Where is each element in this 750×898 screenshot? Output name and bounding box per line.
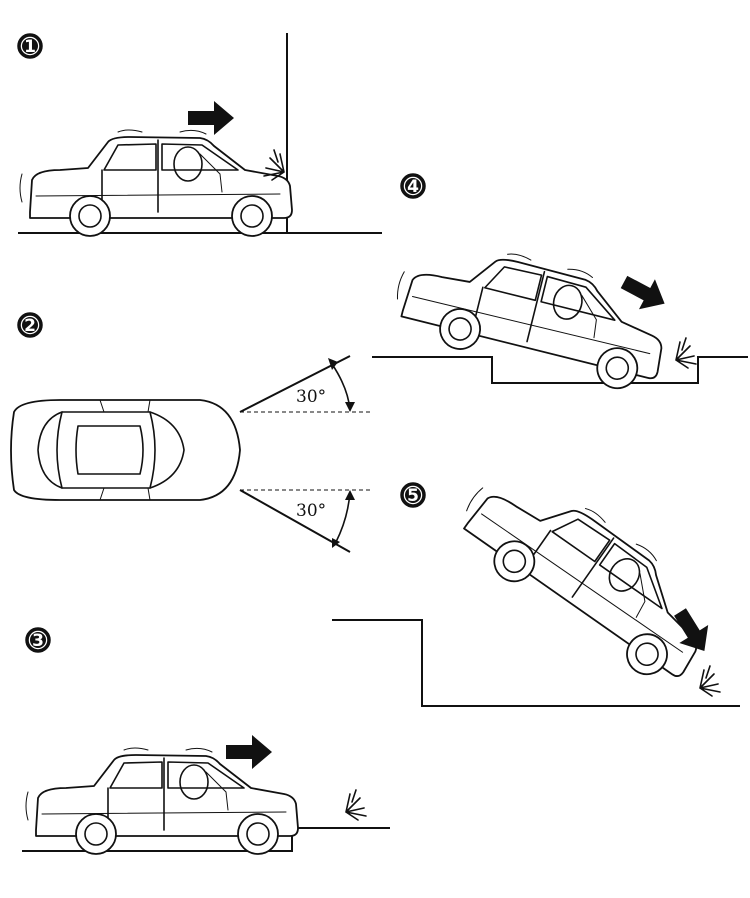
panel-2: 2 30° 30° <box>10 312 370 553</box>
panel-number-badge: 5 <box>400 482 426 508</box>
car-side-view <box>444 449 731 695</box>
panel-number: 1 <box>24 37 36 57</box>
panel-1: 1 <box>17 33 382 237</box>
car-top-view <box>10 399 241 501</box>
angle-label-lower: 30° <box>296 501 326 521</box>
panel-number-badge: 1 <box>17 33 43 59</box>
panel-3: 3 <box>22 627 390 855</box>
panel-number-badge: 3 <box>25 627 51 653</box>
panel-number: 5 <box>407 486 419 506</box>
car-side-view <box>19 129 293 237</box>
panel-number-badge: 2 <box>17 312 43 338</box>
panel-5: 5 <box>332 449 740 707</box>
direction-arrow <box>616 266 673 319</box>
ground-with-step <box>22 827 390 852</box>
panel-number-badge: 4 <box>400 173 426 199</box>
panel-4: 4 <box>372 173 748 399</box>
angle-boundary-lines <box>239 355 351 553</box>
direction-arrow <box>226 735 272 769</box>
impact-splash <box>345 789 367 821</box>
impact-splash <box>699 665 721 697</box>
direction-arrow <box>188 101 234 135</box>
impact-splash <box>675 337 697 369</box>
panel-number: 4 <box>407 177 419 197</box>
car-side-view <box>386 227 678 399</box>
panel-number: 3 <box>32 631 44 651</box>
ground-with-drop <box>372 356 748 384</box>
panel-number: 2 <box>24 316 36 336</box>
centerline-dashes <box>240 411 370 491</box>
ground-with-ledge <box>332 619 740 707</box>
angle-label-upper: 30° <box>296 387 326 407</box>
